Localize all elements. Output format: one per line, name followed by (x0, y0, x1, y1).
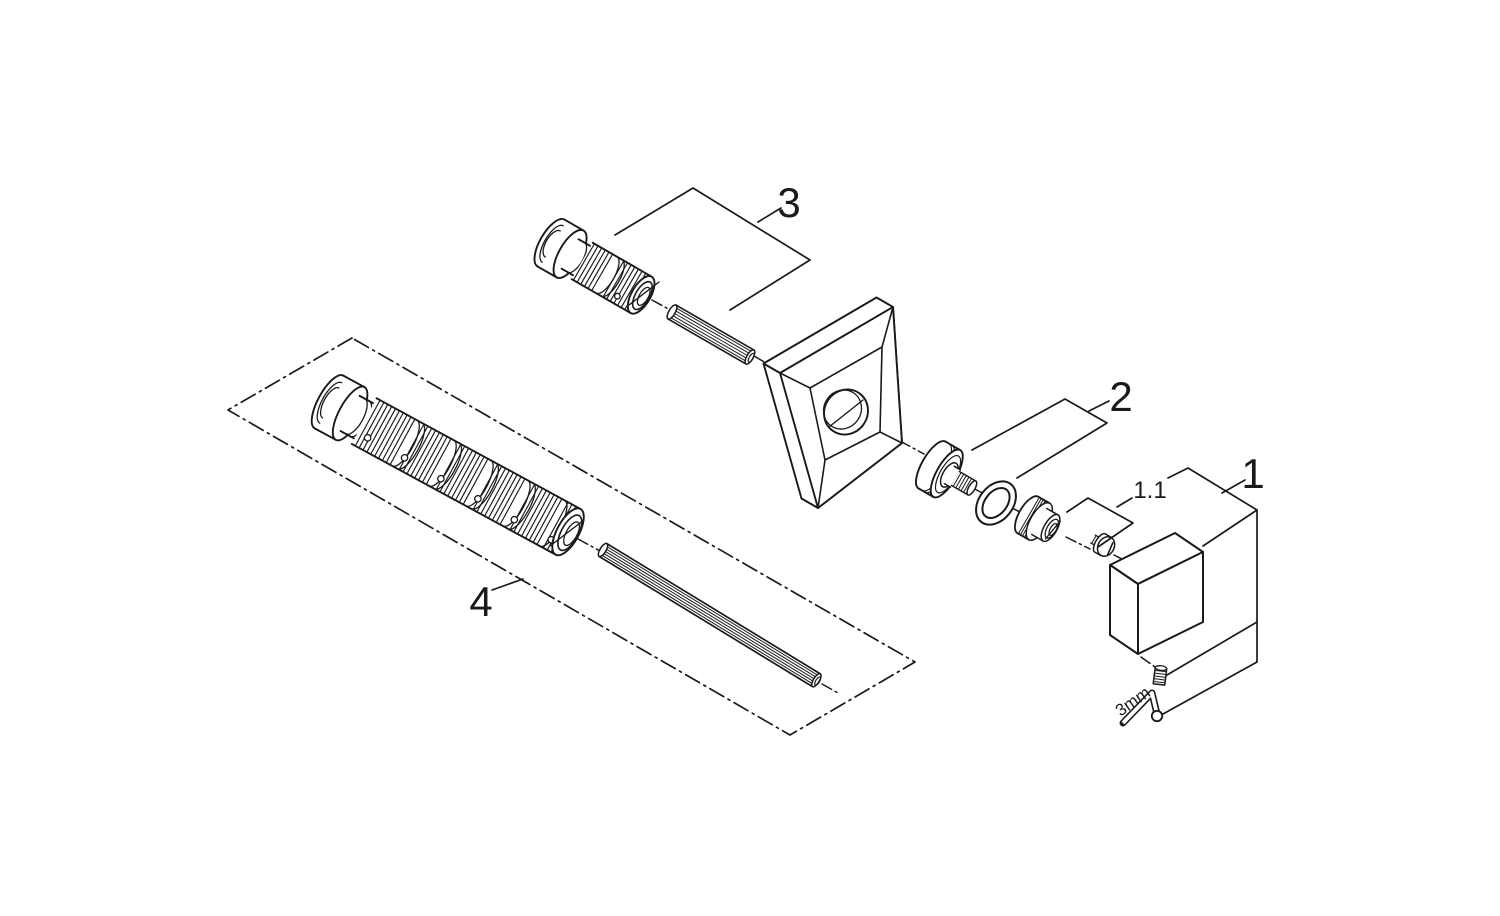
bore-slash (628, 281, 660, 306)
callout-1-1-bracket (1066, 497, 1134, 548)
callout-3-number: 3 (777, 179, 800, 226)
callout-1-number: 1 (1241, 450, 1264, 497)
allen-key (1119, 689, 1164, 727)
callout-3-leader (757, 207, 782, 223)
callout-2-leader (1088, 400, 1110, 412)
callout-3 (614, 187, 811, 311)
callout-1-leader (1221, 479, 1246, 494)
callout-1-sub-leaders (1162, 509, 1258, 715)
part4-threaded-extension (310, 374, 585, 557)
callout-1-1-number: 1.1 (1133, 477, 1166, 504)
screw-slot (1106, 542, 1114, 556)
set-screw (1152, 665, 1168, 686)
callout-4 (491, 578, 524, 591)
callout-3-bracket (614, 187, 811, 311)
optional-part-boundary (227, 337, 916, 736)
splined-adapter (1014, 495, 1062, 543)
bore-slash (549, 519, 585, 547)
callout-1-1 (1066, 497, 1134, 548)
callout-2-number: 2 (1109, 373, 1132, 420)
callout-1 (1162, 467, 1258, 715)
callout-1-1-leader (1116, 497, 1133, 508)
part3-threaded-extension (533, 218, 656, 315)
part3-spline-shaft (666, 304, 756, 365)
callout-2 (971, 398, 1110, 479)
fixing-screw (1090, 532, 1116, 557)
callout-4-number: 4 (469, 578, 492, 625)
flange-bushing (915, 440, 978, 499)
handle-cube (1109, 532, 1204, 655)
plate-hole (823, 388, 869, 436)
hole-slash (828, 399, 864, 428)
callout-1-bracket (1167, 467, 1258, 663)
escutcheon-plate (762, 296, 903, 509)
part4-spline-shaft (597, 542, 822, 688)
callout-4-leader (491, 578, 524, 591)
seal-ring (975, 480, 1017, 526)
callout-2-bracket (971, 398, 1108, 479)
